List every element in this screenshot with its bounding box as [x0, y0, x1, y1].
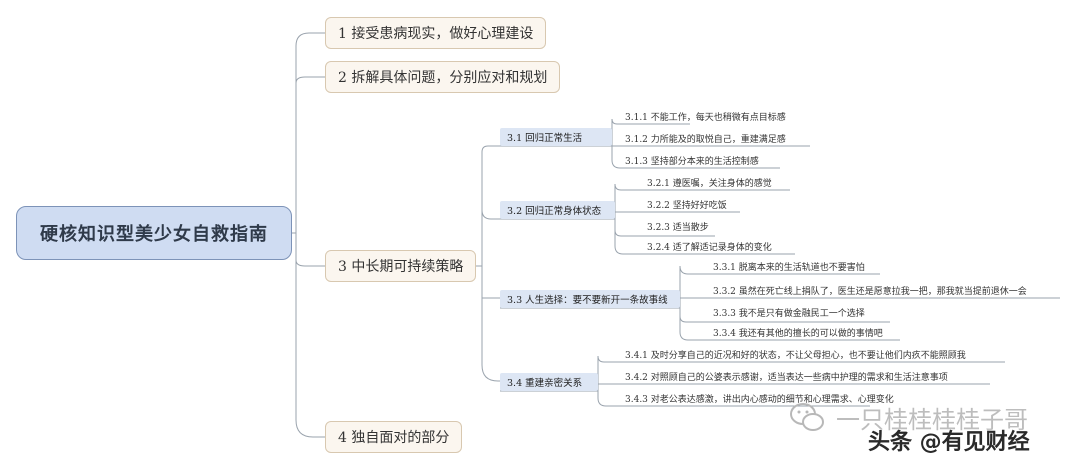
leaf-3-1-3: 3.1.3 坚持部分本来的生活控制感	[625, 156, 759, 167]
topic-3-3-node: 3.3 人生选择：要不要新开一条故事线	[500, 290, 680, 308]
leaf-3-3-3: 3.3.3 我不是只有做金融民工一个选择	[713, 308, 865, 319]
wechat-logo-icon	[788, 400, 828, 436]
branch-3-node: 3 中长期可持续策略	[325, 250, 477, 282]
leaf-3-3-4: 3.3.4 我还有其他的擅长的可以做的事情吧	[713, 328, 883, 339]
topic-3-1-node: 3.1 回归正常生活	[500, 128, 612, 146]
leaf-3-4-3: 3.4.3 对老公表达感激，讲出内心感动的细节和心理需求、心理变化	[625, 394, 894, 405]
branch-1-node: 1 接受患病现实，做好心理建设	[325, 17, 547, 49]
leaf-3-1-1: 3.1.1 不能工作，每天也稍微有点目标感	[625, 112, 786, 123]
topic-3-2-node: 3.2 回归正常身体状态	[500, 201, 615, 219]
leaf-3-3-1: 3.3.1 脱离本来的生活轨道也不要害怕	[713, 262, 865, 273]
branch-4-node: 4 独自面对的部分	[325, 421, 463, 453]
toutiao-watermark: 头条 @有见财经	[868, 430, 1030, 455]
leaf-3-4-1: 3.4.1 及时分享自己的近况和好的状态，不让父母担心，也不要让他们内疚不能照顾…	[625, 350, 966, 361]
leaf-3-1-2: 3.1.2 力所能及的取悦自己，重建满足感	[625, 134, 786, 145]
leaf-3-2-3: 3.2.3 适当散步	[647, 222, 709, 233]
mindmap-root: 硬核知识型美少女自救指南	[16, 206, 292, 260]
leaf-3-2-2: 3.2.2 坚持好好吃饭	[647, 200, 727, 211]
branch-2-node: 2 拆解具体问题，分别应对和规划	[325, 61, 561, 93]
leaf-3-4-2: 3.4.2 对照顾自己的公婆表示感谢，适当表达一些病中护理的需求和生活注意事项	[625, 372, 948, 383]
leaf-3-2-4: 3.2.4 适了解适记录身体的变化	[647, 242, 772, 253]
leaf-3-3-2: 3.3.2 虽然在死亡线上捐队了，医生还是愿意拉我一把，那我就当提前退休一会	[713, 286, 1027, 297]
topic-3-4-node: 3.4 重建亲密关系	[500, 373, 598, 391]
wechat-account-watermark: 一只桂桂桂桂子哥	[836, 406, 1028, 434]
leaf-3-2-1: 3.2.1 遵医嘱，关注身体的感觉	[647, 178, 772, 189]
